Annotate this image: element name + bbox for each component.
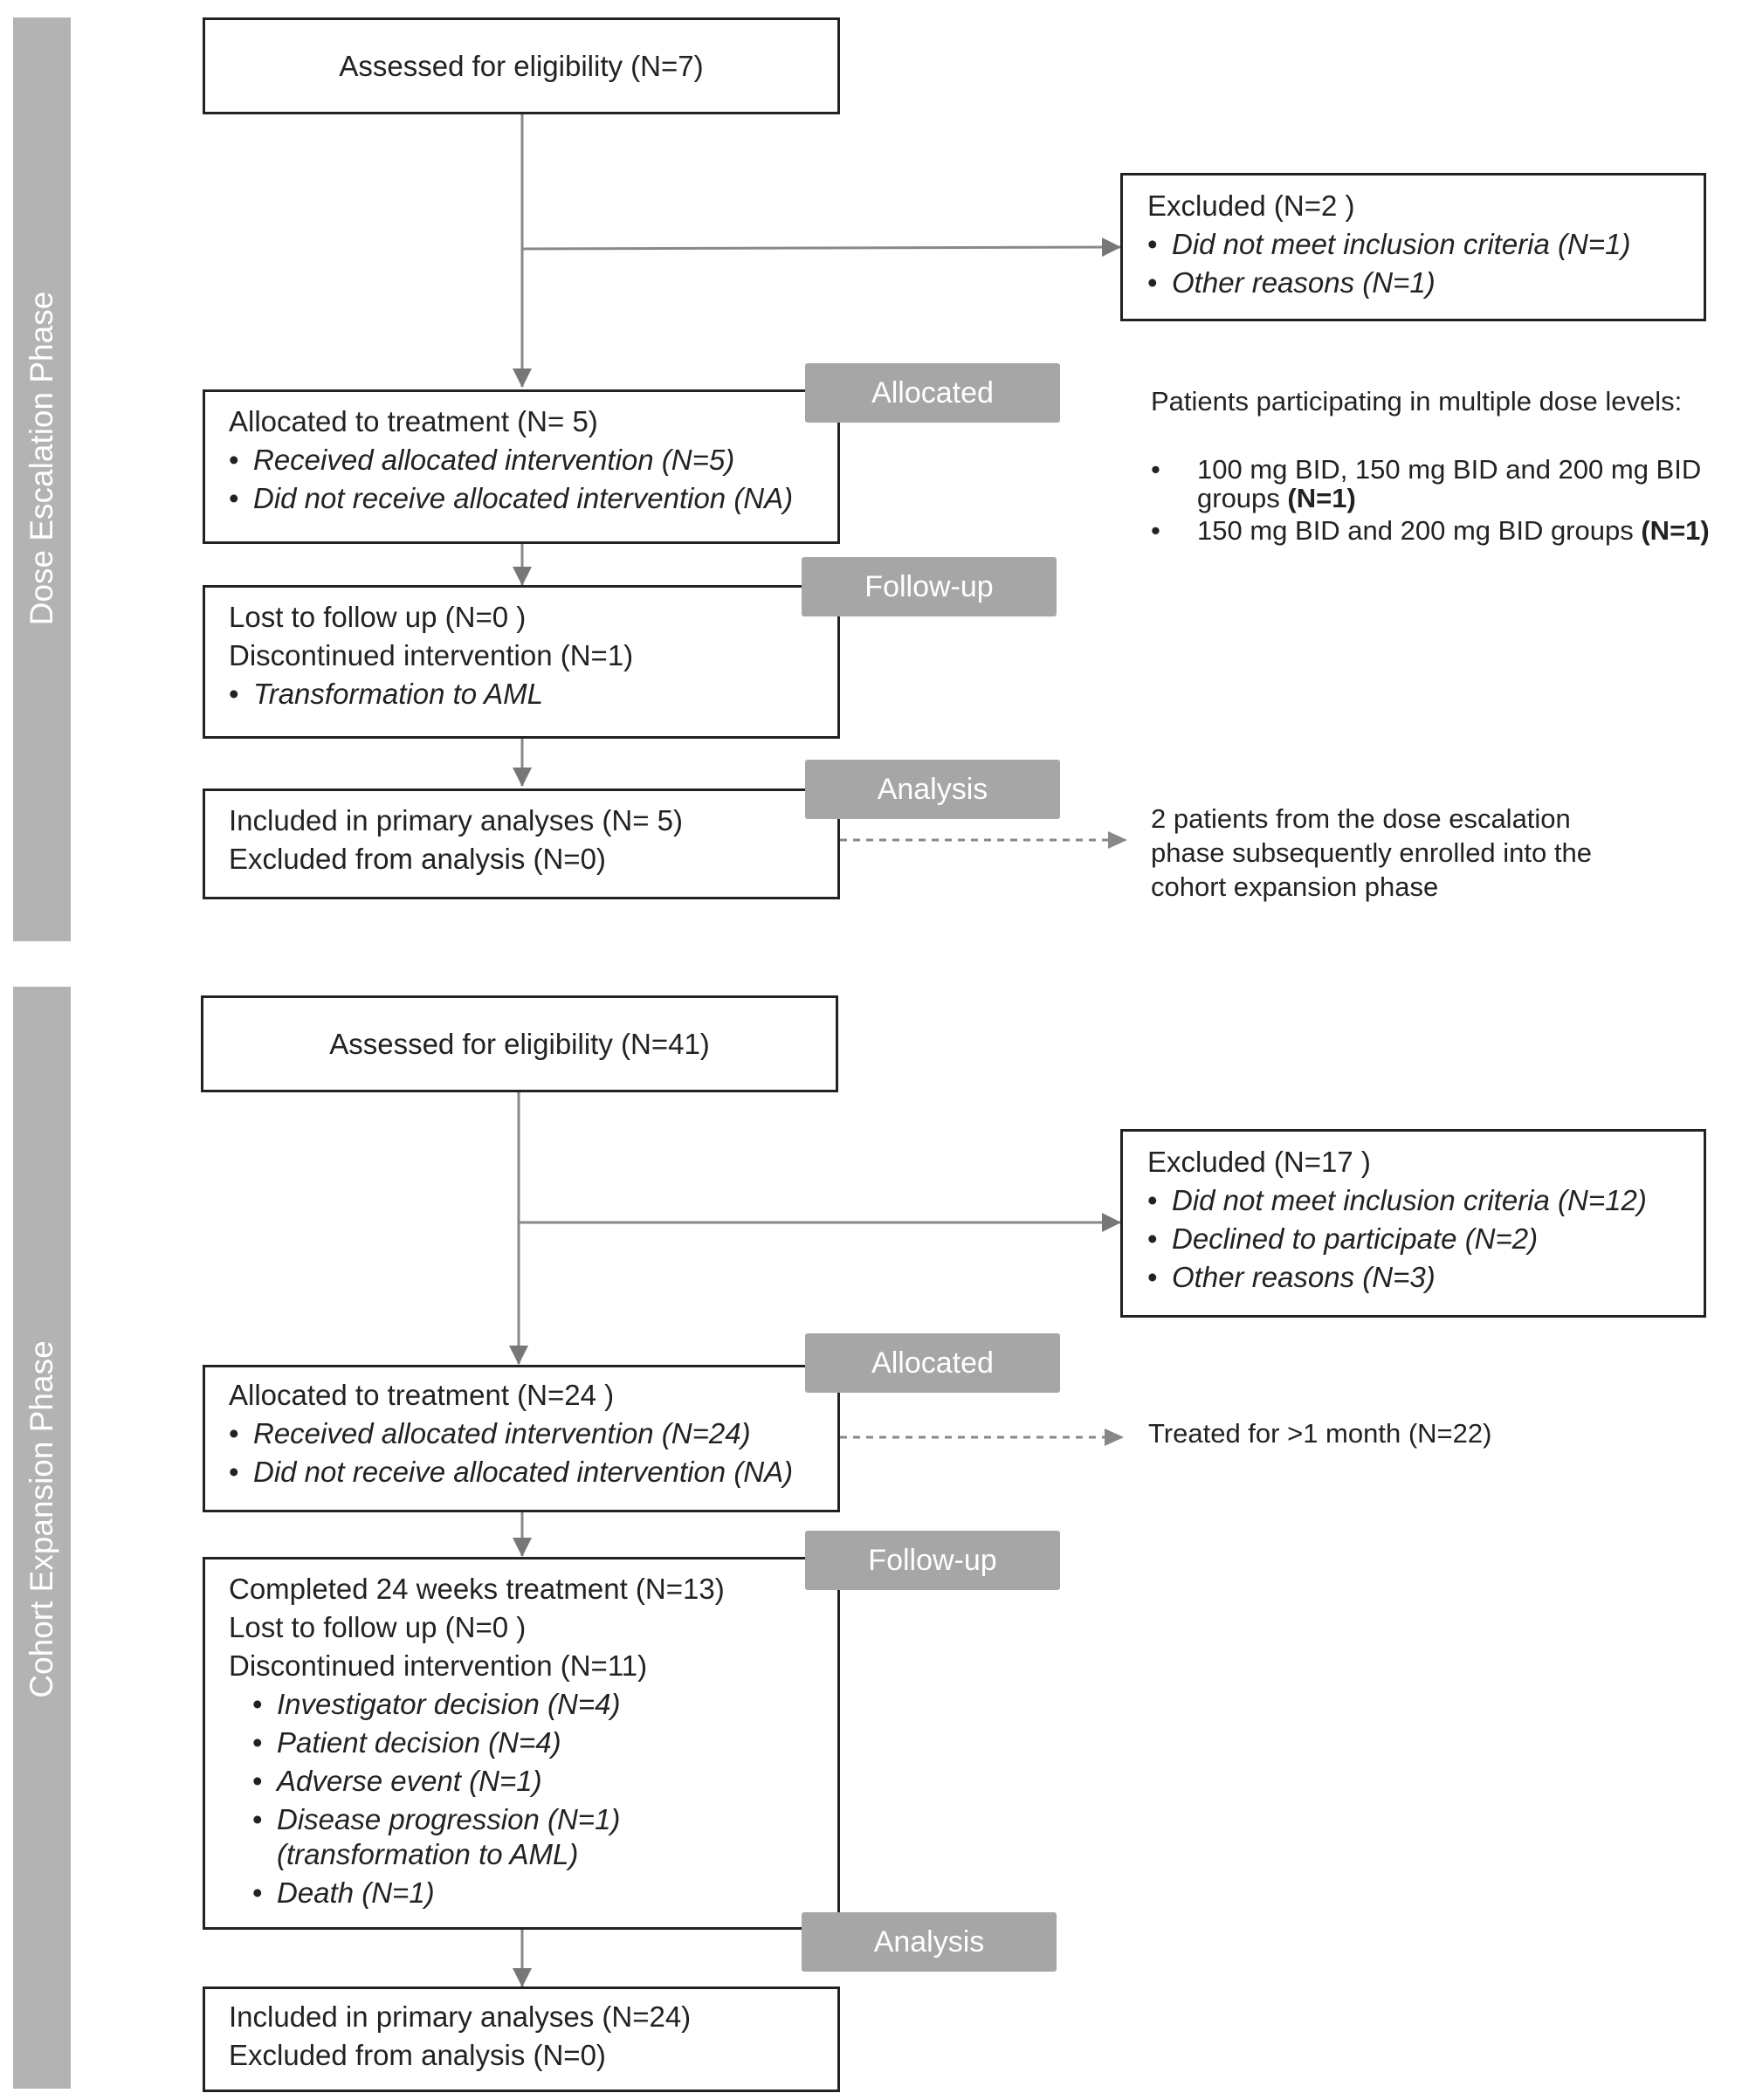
multi-dose-note: Patients participating in multiple dose …	[1151, 384, 1710, 548]
discontinued-reason: •Investigator decision (N=4)	[252, 1688, 621, 1720]
phase-bar-cohort-expansion	[13, 987, 71, 2089]
treated-note: Treated for >1 month (N=22)	[1148, 1418, 1492, 1449]
discontinued-reason: •Death (N=1)	[252, 1876, 435, 1909]
assessed-box-expansion: Assessed for eligibility (N=41)	[201, 995, 838, 1092]
excluded-box-expansion: Excluded (N=17 ) •Did not meet inclusion…	[1120, 1129, 1706, 1318]
discontinued-expansion: Discontinued intervention (N=11)	[229, 1649, 648, 1682]
assessed-box-escalation: Assessed for eligibility (N=7)	[203, 17, 840, 114]
completed-treatment: Completed 24 weeks treatment (N=13)	[229, 1573, 725, 1605]
multi-dose-heading: Patients participating in multiple dose …	[1151, 386, 1683, 417]
tag-followup-escalation: Follow-up	[802, 557, 1057, 616]
allocated-item: •Received allocated intervention (N=5)	[229, 444, 735, 476]
discontinued-reason: •Disease progression (N=1)	[252, 1803, 621, 1835]
included-analysis-escalation: Included in primary analyses (N= 5)	[229, 804, 683, 837]
multi-dose-item-cont: groups (N=1)	[1197, 483, 1356, 513]
discontinued-reason: •Transformation to AML	[229, 678, 543, 710]
discontinued-reason-cont: (transformation to AML)	[277, 1838, 579, 1870]
followup-box-escalation: Lost to follow up (N=0 ) Discontinued in…	[203, 585, 840, 739]
tag-analysis-expansion: Analysis	[802, 1912, 1057, 1972]
enrolled-note-line: 2 patients from the dose escalation	[1151, 803, 1571, 834]
analysis-box-escalation: Included in primary analyses (N= 5) Excl…	[203, 788, 840, 899]
multi-dose-item: •100 mg BID, 150 mg BID and 200 mg BID	[1151, 454, 1702, 485]
allocated-title-expansion: Allocated to treatment (N=24 )	[229, 1379, 615, 1411]
tag-allocated-expansion: Allocated	[805, 1333, 1060, 1393]
tag-allocated-escalation: Allocated	[805, 363, 1060, 423]
assessed-text-expansion: Assessed for eligibility (N=41)	[329, 1027, 710, 1060]
allocated-title-escalation: Allocated to treatment (N= 5)	[229, 405, 598, 437]
enrolled-note: 2 patients from the dose escalation phas…	[1151, 802, 1592, 904]
allocated-box-escalation: Allocated to treatment (N= 5) •Received …	[203, 389, 840, 544]
arrow-to-excluded-escalation	[521, 238, 1121, 258]
excluded-item: •Did not meet inclusion criteria (N=12)	[1147, 1184, 1647, 1216]
excluded-item: •Other reasons (N=1)	[1147, 266, 1436, 299]
excluded-item: •Did not meet inclusion criteria (N=1)	[1147, 228, 1631, 260]
enrolled-note-line: phase subsequently enrolled into the	[1151, 837, 1592, 868]
tag-analysis-escalation: Analysis	[805, 760, 1060, 819]
discontinued-reason: •Adverse event (N=1)	[252, 1765, 542, 1797]
multi-dose-item: •150 mg BID and 200 mg BID groups (N=1)	[1151, 515, 1710, 546]
followup-box-expansion: Completed 24 weeks treatment (N=13) Lost…	[203, 1557, 840, 1930]
phase-bar-dose-escalation	[13, 17, 71, 941]
allocated-item: •Received allocated intervention (N=24)	[229, 1417, 751, 1449]
allocated-box-expansion: Allocated to treatment (N=24 ) •Received…	[203, 1365, 840, 1512]
included-analysis-expansion: Included in primary analyses (N=24)	[229, 2000, 692, 2033]
allocated-item: •Did not receive allocated intervention …	[229, 1456, 794, 1488]
assessed-text-escalation: Assessed for eligibility (N=7)	[339, 49, 704, 82]
excluded-title-escalation: Excluded (N=2 )	[1147, 189, 1355, 222]
excluded-analysis-escalation: Excluded from analysis (N=0)	[229, 843, 606, 875]
analysis-box-expansion: Included in primary analyses (N=24) Excl…	[203, 1986, 840, 2092]
enrolled-note-line: cohort expansion phase	[1151, 871, 1439, 902]
excluded-analysis-expansion: Excluded from analysis (N=0)	[229, 2039, 606, 2071]
excluded-item: •Declined to participate (N=2)	[1147, 1222, 1539, 1255]
lost-to-followup-expansion: Lost to follow up (N=0 )	[229, 1611, 527, 1643]
excluded-item: •Other reasons (N=3)	[1147, 1261, 1436, 1293]
discontinued-escalation: Discontinued intervention (N=1)	[229, 639, 634, 671]
allocated-item: •Did not receive allocated intervention …	[229, 482, 794, 514]
lost-to-followup-escalation: Lost to follow up (N=0 )	[229, 601, 527, 633]
excluded-box-escalation: Excluded (N=2 ) •Did not meet inclusion …	[1120, 173, 1706, 321]
tag-followup-expansion: Follow-up	[805, 1531, 1060, 1590]
discontinued-reason: •Patient decision (N=4)	[252, 1726, 561, 1759]
excluded-title-expansion: Excluded (N=17 )	[1147, 1146, 1371, 1178]
